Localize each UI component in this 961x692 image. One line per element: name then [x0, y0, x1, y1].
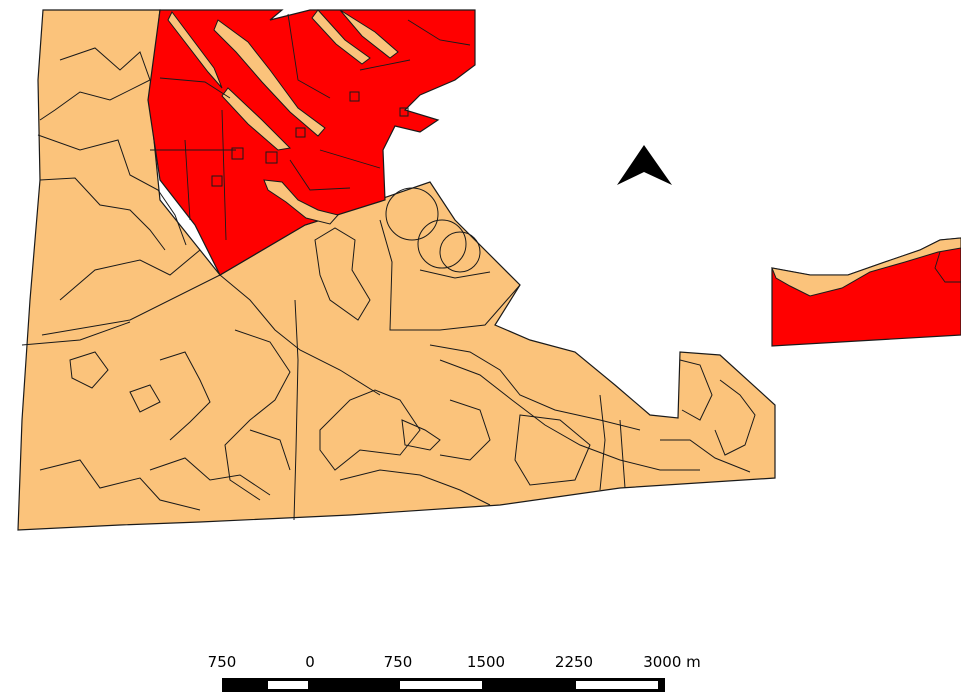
- north-arrow-icon: [617, 145, 672, 185]
- scale-bar: 750 0 750 1500 2250 3000 m: [208, 653, 701, 692]
- land-region-highlight: [147, 9, 476, 276]
- scale-tick-label: 1500: [467, 653, 505, 671]
- scale-tick-label: 2250: [555, 653, 593, 671]
- scale-tick-label: 750: [384, 653, 413, 671]
- scale-tick-label: 0: [305, 653, 315, 671]
- parcel-boundaries: [21, 47, 756, 521]
- land-region-highlight-east: [771, 237, 961, 347]
- circular-fields: [385, 187, 491, 279]
- scale-tick-label: 750: [208, 653, 237, 671]
- scale-tick-label: 3000 m: [643, 653, 701, 671]
